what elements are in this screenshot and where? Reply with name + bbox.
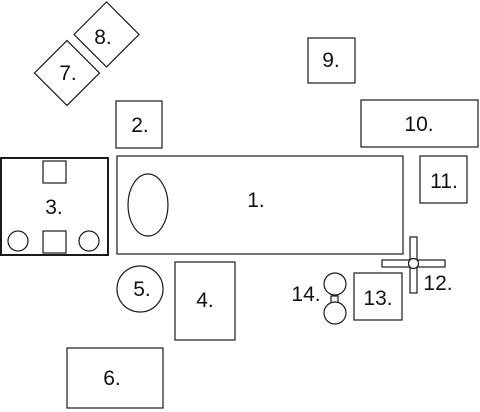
item-6: 6. [66, 347, 164, 409]
label-4: 4. [196, 289, 214, 312]
item-3-square-bottom [42, 230, 67, 254]
item-8: 8. [73, 1, 140, 68]
item-3-circle-left [7, 230, 29, 252]
item-5: 5. [116, 265, 164, 313]
label-1: 1. [247, 189, 265, 212]
label-11: 11. [430, 170, 458, 193]
item-10: 10. [360, 99, 479, 148]
label-10: 10. [404, 113, 433, 136]
item-1: 1. [116, 155, 404, 255]
item-9: 9. [307, 37, 356, 84]
item-3-circle-right [78, 230, 100, 252]
item-14-circle-top [323, 272, 347, 296]
label-6: 6. [103, 367, 121, 390]
item-13: 13. [353, 272, 403, 321]
label-5: 5. [133, 278, 151, 301]
item-1-ellipse [127, 173, 169, 237]
label-7: 7. [59, 62, 77, 85]
label-3: 3. [45, 196, 63, 219]
item-3-square-top [42, 160, 67, 184]
item-4: 4. [174, 261, 236, 341]
item-3: 3. [0, 157, 109, 256]
label-14: 14. [291, 283, 320, 306]
item-12-hub [407, 257, 420, 270]
item-12: 12. [381, 236, 453, 295]
label-2: 2. [131, 114, 149, 137]
item-7: 7. [33, 39, 101, 107]
item-14: 14. [291, 272, 347, 325]
label-9: 9. [322, 49, 340, 72]
item-11: 11. [419, 155, 468, 204]
label-12: 12. [423, 272, 452, 295]
item-2: 2. [115, 100, 163, 149]
label-8: 8. [94, 26, 112, 49]
item-14-circle-bottom [323, 301, 347, 325]
label-13: 13. [363, 287, 392, 310]
